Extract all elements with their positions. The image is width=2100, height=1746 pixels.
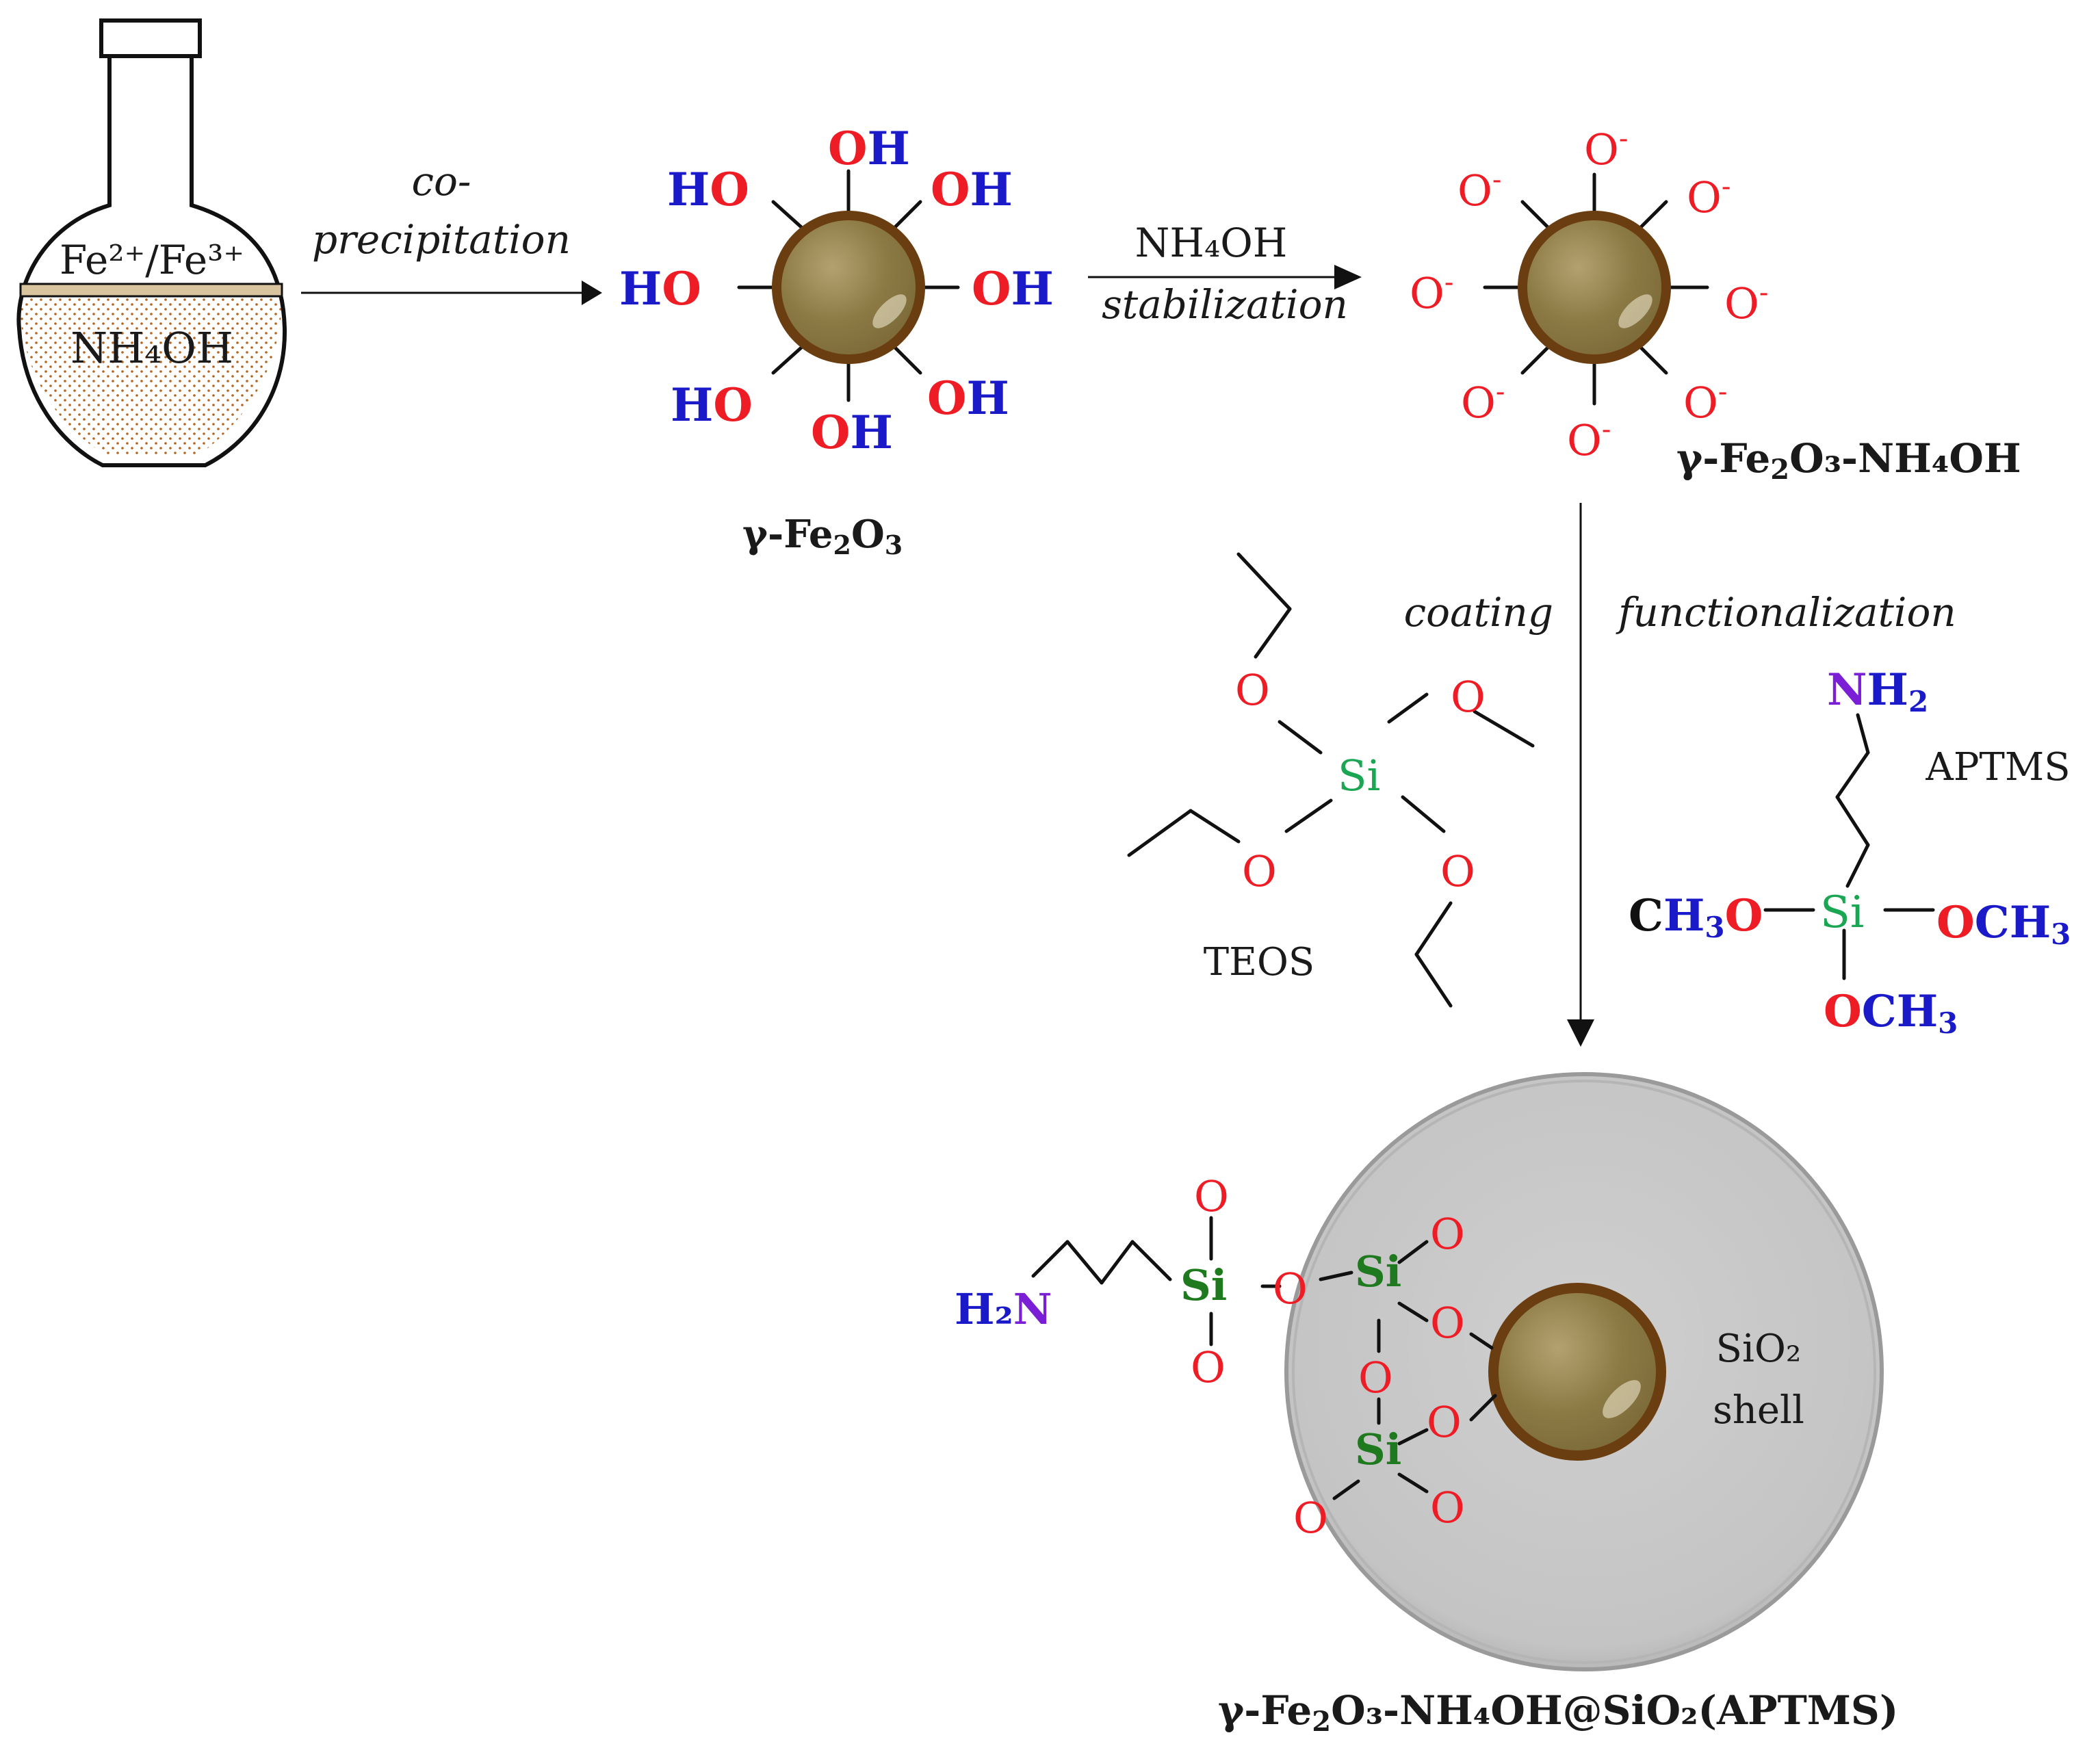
teos-molecule: O O O O Si TEOS [1127,552,1535,1008]
step1-arrow: co- precipitation [301,158,602,305]
particle1-highlight [872,294,907,328]
step2-arrow-head [1334,265,1362,289]
flask-outline [16,55,287,467]
product-bonds [1031,1216,1497,1500]
product-o-bridge: O [1273,1264,1308,1314]
product-o-lower-left: O [1293,1493,1328,1543]
particle1-oh-bottom-right: OH [927,372,1009,425]
step2-reagent: NH₄OH [1135,220,1288,266]
product-core-highlight [1603,1380,1641,1418]
product-core [1499,1293,1656,1450]
particle1-oh-right: OH [972,262,1054,315]
step3-arrow: coating functionalization [1404,503,1956,1047]
teos-bonds [1127,552,1535,1008]
particle1-oh-top: OH [828,122,910,175]
particle1-ho-left: HO [619,262,701,315]
particle1-ho-bottom-left: HO [671,378,753,432]
product-si-lower: Si [1355,1424,1401,1474]
product-label: γ-Fe2O₃-NH₄OH@SiO₂(APTMS) [1218,1687,1898,1738]
particle2-o-right: O- [1724,277,1768,328]
step2-arrow: NH₄OH stabilization [1088,220,1362,328]
aptms-si: Si [1820,887,1864,938]
particle2-o-bottom-left: O- [1461,376,1505,428]
particle-deprotonated: O- O- O- O- O- O- O- O- γ-Fe2O₃-NH₄OH [1410,123,2021,486]
particle1-oh-bottom: OH [811,406,893,459]
particle2-o-top-left: O- [1457,164,1501,216]
product-core-shell: SiO₂ shell H₂N Si O O O [955,1072,1898,1738]
step2-process: stabilization [1102,281,1348,328]
reaction-flask: Fe²⁺/Fe³⁺ NH₄OH [16,18,287,467]
particle2-o-bottom: O- [1567,414,1611,465]
particle2-o-left: O- [1410,267,1453,318]
product-amine: H₂N [955,1284,1052,1334]
aptms-name: APTMS [1925,745,2070,790]
flask-neck-rim [99,18,202,58]
teos-o-top-right: O [1451,672,1486,722]
flask-liquid-surface [19,283,283,298]
flask-liquid [18,291,283,455]
product-o-upper-right: O [1430,1209,1465,1259]
particle1-core [781,220,916,354]
particle2-core [1527,220,1661,354]
step1-line2: precipitation [312,216,571,263]
aptms-bottom-methoxy: OCH3 [1824,986,1958,1040]
teos-o-bottom-right: O [1440,846,1475,896]
step3-arrow-head [1567,1019,1594,1047]
teos-o-top-left: O [1235,665,1270,715]
flask-base-label: NH₄OH [70,323,233,373]
product-si-upper: Si [1355,1247,1401,1297]
step3-functionalization: functionalization [1616,589,1956,636]
particle1-ho-top-left: HO [667,163,749,216]
teos-o-bottom-left: O [1242,846,1277,896]
teos-name: TEOS [1204,940,1315,985]
particle2-label: γ-Fe2O₃-NH₄OH [1676,435,2021,486]
shell-label-line2: shell [1713,1388,1804,1433]
aptms-bonds [1763,713,1935,980]
product-o-linker-top: O [1194,1171,1229,1221]
particle2-o-top-right: O- [1687,171,1730,222]
step3-coating: coating [1404,589,1553,636]
aptms-amine: NH2 [1827,664,1928,718]
flask-ions-label: Fe²⁺/Fe³⁺ [60,237,244,283]
product-o-lower-right: O [1430,1483,1465,1533]
particle-hydroxyl: OH OH OH OH OH HO HO HO γ-Fe2O3 [619,122,1054,560]
particle1-label: γ-Fe2O3 [742,512,903,560]
particle2-highlight [1618,294,1652,328]
step1-line1: co- [412,158,471,205]
product-o-middle: O [1358,1353,1393,1403]
product-o-linker-bottom: O [1191,1342,1226,1392]
product-o-upper-core: O [1430,1298,1465,1348]
teos-si: Si [1338,751,1380,800]
particle2-o-bottom-right: O- [1683,376,1727,428]
product-si-linker: Si [1180,1260,1227,1310]
particle1-oh-top-right: OH [931,163,1013,216]
aptms-left-methoxy: CH3O [1629,890,1763,944]
aptms-molecule: NH2 Si CH3O OCH3 OCH3 APTMS [1629,664,2071,1040]
particle2-o-top: O- [1584,123,1628,174]
shell-label-line1: SiO₂ [1716,1327,1802,1371]
product-o-lower-core: O [1427,1397,1462,1447]
aptms-right-methoxy: OCH3 [1936,897,2071,951]
silica-shell-inner-rim [1292,1080,1876,1664]
step1-arrow-head [582,281,602,305]
